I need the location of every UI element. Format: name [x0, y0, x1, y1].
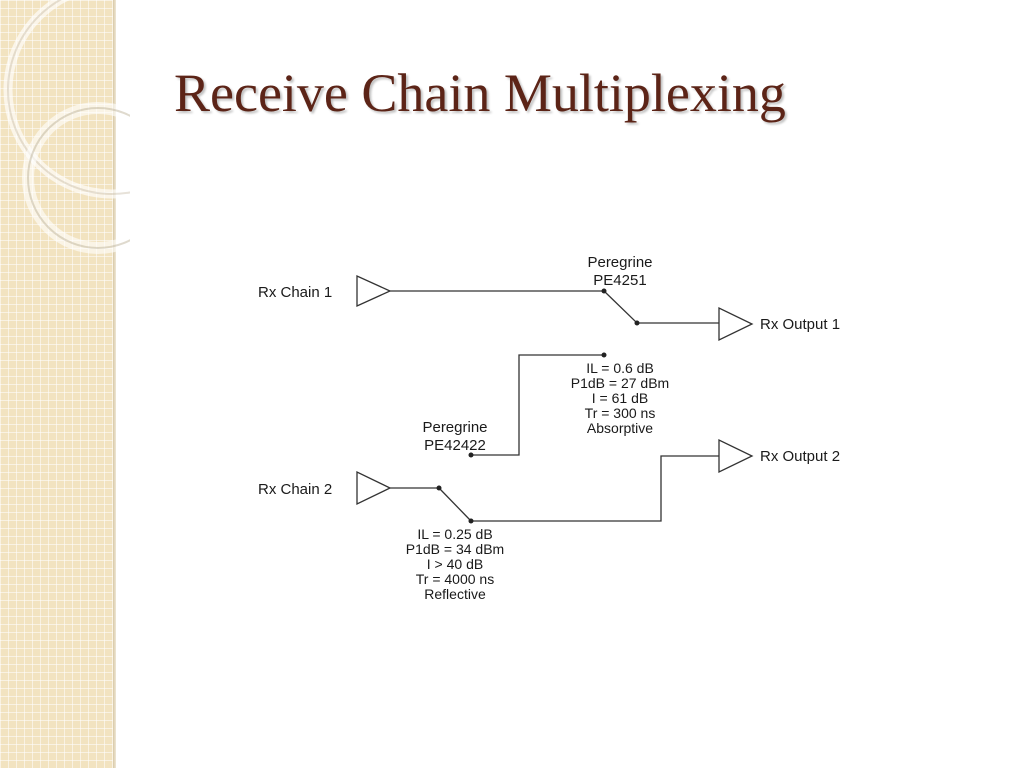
rx-output-1-amplifier	[718, 306, 754, 342]
switch-1-part: PE4251	[593, 272, 646, 289]
switch-2-spec-type: Reflective	[424, 586, 486, 602]
slide-title: Receive Chain Multiplexing	[174, 63, 786, 123]
switch-2-port-b-node	[468, 518, 474, 524]
switch-1-common-node	[601, 288, 607, 294]
switch-2-blade	[438, 487, 472, 522]
switch-2-part: PE42422	[424, 437, 486, 454]
rx-output-1-label: Rx Output 1	[760, 316, 840, 333]
switch-2-spec-isolation: I > 40 dB	[427, 556, 483, 572]
switch-1-spec-il: IL = 0.6 dB	[586, 360, 654, 376]
switch-1-spec-isolation: I = 61 dB	[592, 390, 648, 406]
rx-chain-2-amplifier	[356, 470, 392, 506]
rx-output-2-amplifier	[718, 438, 754, 474]
output-2-line	[471, 455, 719, 522]
switch-1-port-b-node	[601, 352, 607, 358]
switch-1-specs: IL = 0.6 dB P1dB = 27 dBm I = 61 dB Tr =…	[571, 360, 669, 436]
crossover-line	[470, 354, 604, 456]
switch-2-spec-il: IL = 0.25 dB	[417, 526, 492, 542]
switch-1-maker: Peregrine	[587, 254, 652, 271]
switch-2-spec-p1db: P1dB = 34 dBm	[406, 541, 504, 557]
switch-2-specs: IL = 0.25 dB P1dB = 34 dBm I > 40 dB Tr …	[406, 526, 504, 602]
switch-2-maker: Peregrine	[422, 419, 487, 436]
switch-2-common-node	[436, 485, 442, 491]
switch-2-port-a-node	[468, 452, 474, 458]
decorative-rings	[3, 0, 130, 254]
switch-1-blade	[603, 290, 638, 324]
switch-2-spec-tr: Tr = 4000 ns	[416, 571, 494, 587]
switch-1-spec-p1db: P1dB = 27 dBm	[571, 375, 669, 391]
switch-1-spec-type: Absorptive	[587, 420, 653, 436]
rx-chain-1-amplifier	[356, 274, 392, 308]
rx-chain-1-label: Rx Chain 1	[258, 284, 332, 301]
rx-chain-2-label: Rx Chain 2	[258, 481, 332, 498]
switch-1-spec-tr: Tr = 300 ns	[585, 405, 656, 421]
sidebar-edge	[113, 0, 116, 768]
switch-1-port-a-node	[634, 320, 640, 326]
rx-output-2-label: Rx Output 2	[760, 448, 840, 465]
